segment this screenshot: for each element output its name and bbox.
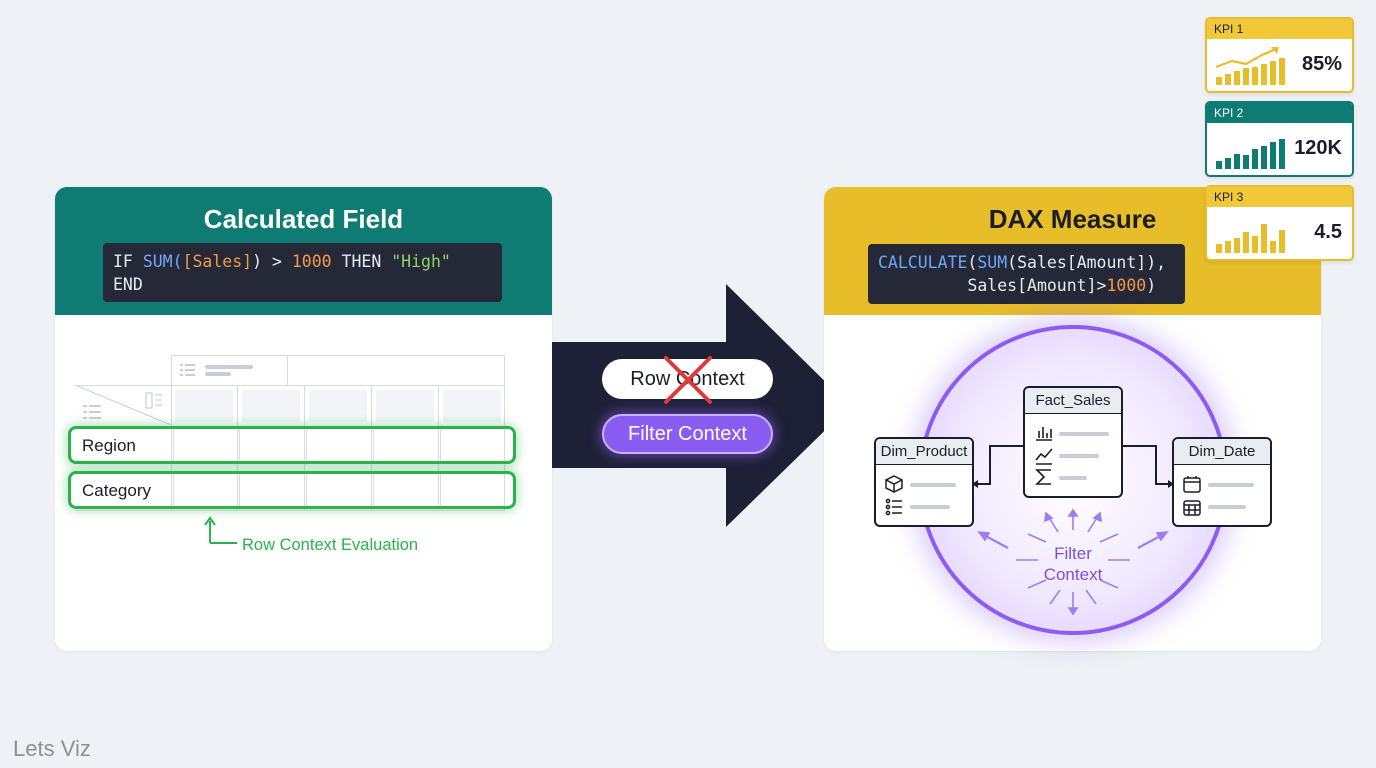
calculated-field-title: Calculated Field xyxy=(203,204,404,234)
kpi-bar xyxy=(1252,236,1258,253)
filter-label-line: Context xyxy=(1043,565,1103,584)
code-token: END xyxy=(113,275,143,294)
filter-arrows-icon xyxy=(977,508,1169,616)
category-label: Category xyxy=(82,481,151,500)
kpi-bar xyxy=(1216,161,1222,169)
list-icon xyxy=(180,364,253,376)
filter-context-label: Filter Context xyxy=(1023,543,1123,585)
kpi-1-value: 85% xyxy=(1301,53,1342,75)
dax-measure-header: DAX Measure CALCULATE(SUM(Sales[Amount])… xyxy=(824,187,1321,315)
kpi-bar xyxy=(1252,149,1258,169)
kpi-bar xyxy=(1279,58,1285,85)
kpi-bar xyxy=(1243,155,1249,169)
fact-sales-table: Fact_Sales xyxy=(1023,386,1123,498)
dax-measure-title: DAX Measure xyxy=(988,204,1157,234)
column-icon xyxy=(145,392,162,409)
kpi-bar xyxy=(1279,230,1285,253)
code-token: ( xyxy=(967,253,978,272)
dim-product-title: Dim_Product xyxy=(876,439,972,465)
calculated-field-panel: Calculated Field IF SUM([Sales]) > 1000 … xyxy=(55,187,552,651)
code-token: SUM( xyxy=(142,252,183,271)
kpi-bar xyxy=(1252,67,1258,85)
kpi-1-label: KPI 1 xyxy=(1207,19,1352,39)
kpi-3-value: 4.5 xyxy=(1314,221,1342,243)
code-token: "High" xyxy=(391,252,451,271)
kpi-3-label: KPI 3 xyxy=(1207,187,1352,207)
fact-sales-icons xyxy=(1035,427,1053,485)
transition-arrow xyxy=(552,284,850,527)
code-token: ) > xyxy=(252,252,292,271)
code-token: CALCULATE xyxy=(878,253,968,272)
row-context-grid: Region Category Row Context Evaluation xyxy=(55,315,552,651)
kpi-bar xyxy=(1234,238,1240,253)
filter-label-line: Filter xyxy=(1054,544,1092,563)
kpi-bar xyxy=(1270,61,1276,85)
code-token: IF xyxy=(113,252,143,271)
row-header-icon xyxy=(83,405,101,419)
kpi-card-2: KPI 2 120K xyxy=(1205,101,1354,177)
kpi-card-3: KPI 3 4.5 xyxy=(1205,185,1354,261)
eval-arrow-icon xyxy=(204,516,237,544)
region-label: Region xyxy=(82,436,136,455)
code-token: 1000 xyxy=(291,252,332,271)
calculated-field-code: IF SUM([Sales]) > 1000 THEN "High" END xyxy=(103,243,502,302)
kpi-bar xyxy=(1270,241,1276,253)
kpi-bar xyxy=(1261,224,1267,253)
kpi-3-chart xyxy=(1216,224,1285,253)
code-token: Sales[Amount]> xyxy=(967,276,1107,295)
kpi-card-1: KPI 1 85% xyxy=(1205,17,1354,93)
kpi-bar xyxy=(1243,68,1249,85)
relationship-lines xyxy=(972,445,1174,488)
kpi-bar xyxy=(1270,142,1276,169)
kpi-bar xyxy=(1225,241,1231,253)
corner-diagonal xyxy=(75,385,172,425)
dim-product-icons xyxy=(885,475,903,516)
kpi-2-chart xyxy=(1216,139,1285,169)
filter-context-pill: Filter Context xyxy=(602,414,773,454)
kpi-bar xyxy=(1261,146,1267,169)
brand-watermark: Lets Viz xyxy=(13,736,91,761)
dim-product-table: Dim_Product xyxy=(874,437,974,527)
kpi-bar xyxy=(1225,158,1231,169)
kpi-1-chart xyxy=(1215,47,1285,85)
code-token: 1000 xyxy=(1106,276,1147,295)
kpi-bar xyxy=(1261,64,1267,85)
fact-sales-title: Fact_Sales xyxy=(1025,388,1121,414)
cross-icon xyxy=(664,356,712,404)
dim-date-title: Dim_Date xyxy=(1174,439,1270,465)
code-token: [Sales] xyxy=(182,252,253,271)
category-row xyxy=(68,471,516,509)
region-row xyxy=(68,426,516,464)
kpi-2-value: 120K xyxy=(1294,137,1342,159)
kpi-bar xyxy=(1279,139,1285,169)
dim-date-table: Dim_Date xyxy=(1172,437,1272,527)
kpi-bar xyxy=(1243,232,1249,253)
kpi-bar xyxy=(1216,77,1222,85)
kpi-bar xyxy=(1234,71,1240,85)
kpi-bar xyxy=(1225,74,1231,85)
kpi-bar xyxy=(1234,154,1240,169)
kpi-bar xyxy=(1216,244,1222,253)
row-context-evaluation-label: Row Context Evaluation xyxy=(242,536,419,554)
code-token: THEN xyxy=(331,252,392,271)
kpi-2-label: KPI 2 xyxy=(1207,103,1352,123)
code-token: (Sales[Amount]), xyxy=(1007,253,1167,272)
code-token: ) xyxy=(1146,276,1157,295)
code-token: SUM xyxy=(977,253,1008,272)
dim-date-icons xyxy=(1183,476,1201,516)
calculated-field-header: Calculated Field IF SUM([Sales]) > 1000 … xyxy=(55,187,552,315)
dax-measure-code: CALCULATE(SUM(Sales[Amount]), Sales[Amou… xyxy=(868,244,1185,304)
